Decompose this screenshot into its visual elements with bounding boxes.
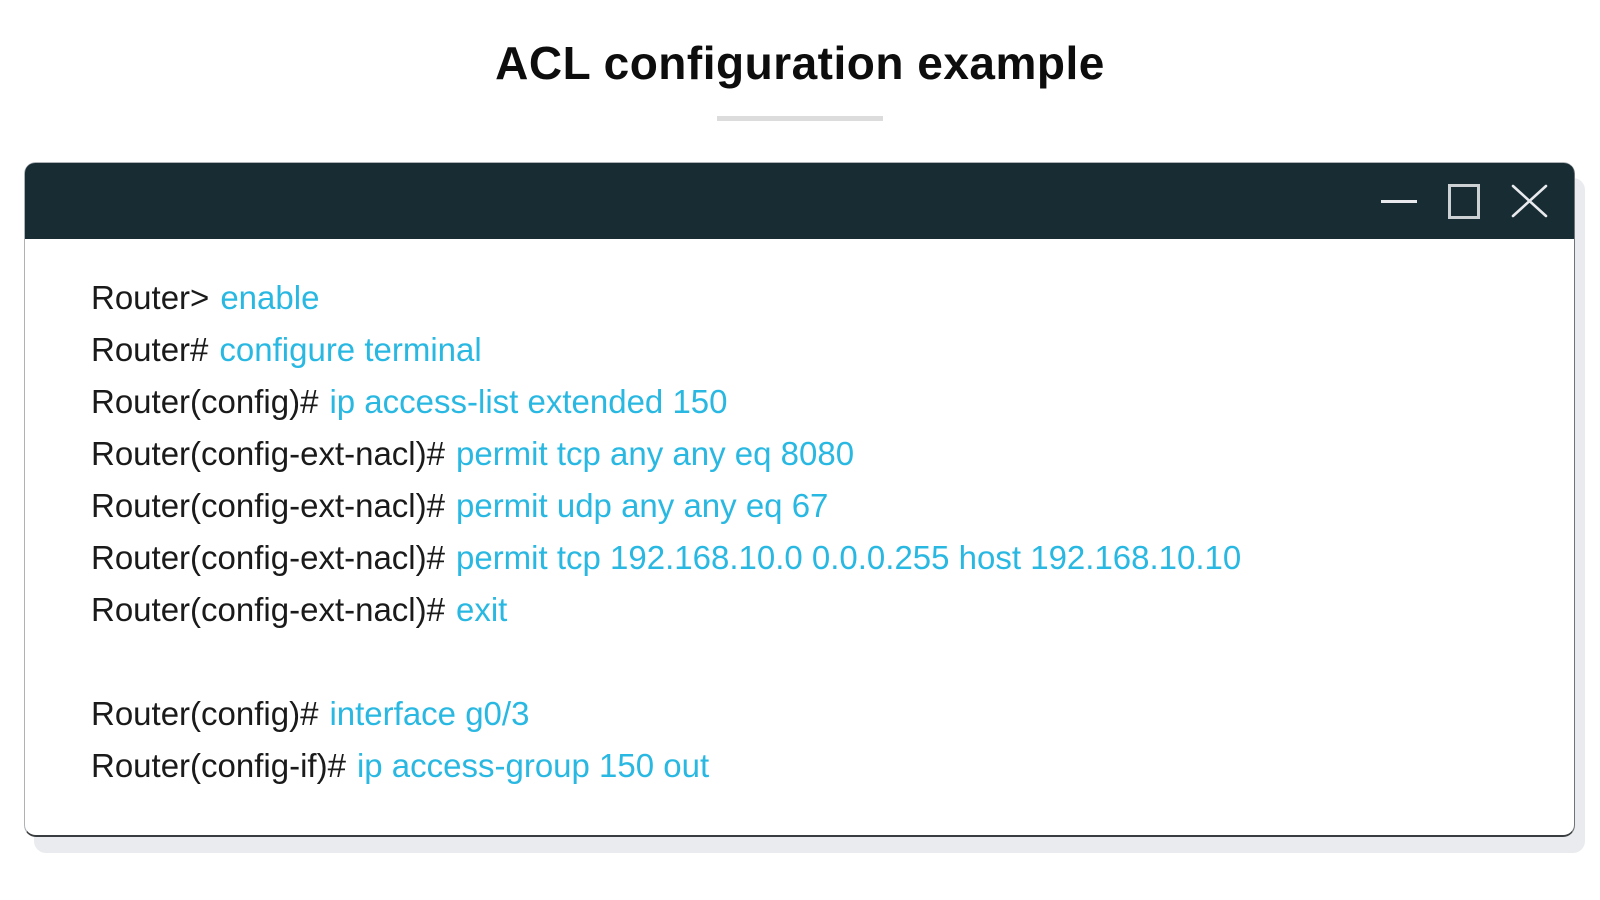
cli-prompt: Router(config-ext-nacl)# bbox=[91, 539, 445, 576]
cli-prompt: Router> bbox=[91, 279, 210, 316]
terminal-window: Router>enable Router#configure terminal … bbox=[24, 162, 1575, 837]
terminal-line: Router(config-ext-nacl)# permit tcp 192.1… bbox=[91, 532, 1544, 584]
terminal-line: Router(config-ext-nacl)# exit bbox=[91, 584, 1544, 636]
terminal-line: Router> enable bbox=[91, 272, 1544, 324]
maximize-icon bbox=[1448, 183, 1480, 219]
cli-prompt: Router# bbox=[91, 331, 209, 368]
cli-command: ip access-list extended 150 bbox=[329, 383, 728, 420]
cli-command: permit udp any any eq 67 bbox=[455, 487, 829, 524]
terminal-blank-line bbox=[91, 636, 1544, 688]
page-title: ACL configuration example bbox=[495, 37, 1105, 89]
cli-prompt: Router(config-ext-nacl)# bbox=[91, 435, 445, 472]
terminal-line: Router(config-if)# ip access-group 150 ou… bbox=[91, 740, 1544, 792]
cli-command: permit tcp any any eq 8080 bbox=[455, 435, 855, 472]
title-divider bbox=[717, 116, 883, 121]
cli-command: exit bbox=[455, 591, 508, 628]
terminal-line: Router(config)# interface g0/3 bbox=[91, 688, 1544, 740]
minimize-icon bbox=[1381, 199, 1417, 203]
terminal-line: Router(config)# ip access-list extended 1… bbox=[91, 376, 1544, 428]
cli-command: configure terminal bbox=[219, 331, 482, 368]
minimize-button[interactable] bbox=[1381, 199, 1417, 203]
cli-command: enable bbox=[220, 279, 320, 316]
cli-prompt: Router(config-if)# bbox=[91, 747, 346, 784]
cli-command: ip access-group 150 out bbox=[356, 747, 710, 784]
terminal-line: Router# configure terminal bbox=[91, 324, 1544, 376]
cli-prompt: Router(config-ext-nacl)# bbox=[91, 487, 445, 524]
close-button[interactable] bbox=[1511, 184, 1548, 218]
terminal-output: Router>enable Router#configure terminal … bbox=[25, 239, 1574, 792]
cli-prompt: Router(config-ext-nacl)# bbox=[91, 591, 445, 628]
terminal-line: Router(config-ext-nacl)# permit udp any a… bbox=[91, 480, 1544, 532]
cli-command: permit tcp 192.168.10.0 0.0.0.255 host 1… bbox=[455, 539, 1242, 576]
window-titlebar[interactable] bbox=[25, 163, 1574, 239]
cli-prompt: Router(config)# bbox=[91, 695, 319, 732]
cli-command: interface g0/3 bbox=[329, 695, 530, 732]
cli-prompt: Router(config)# bbox=[91, 383, 319, 420]
terminal-line: Router(config-ext-nacl)# permit tcp any a… bbox=[91, 428, 1544, 480]
maximize-button[interactable] bbox=[1448, 183, 1480, 219]
close-icon bbox=[1511, 184, 1548, 218]
